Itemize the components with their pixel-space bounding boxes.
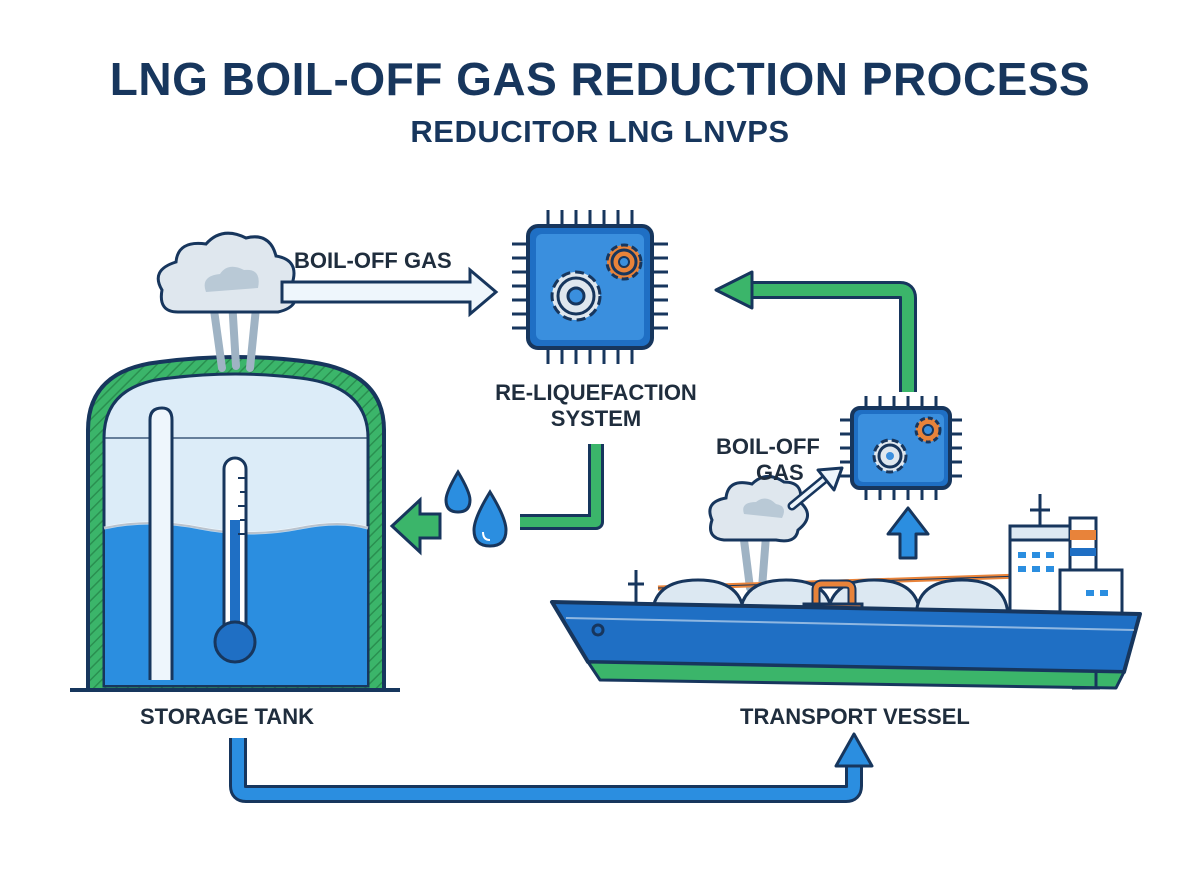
- cloud-icon: [156, 231, 298, 314]
- reliquefaction-label-line2: SYSTEM: [550, 406, 642, 431]
- reliquefaction-label-line1: RE-LIQUEFACTION: [495, 380, 697, 405]
- transfer-line-arrow: [229, 732, 874, 803]
- storage-tank-label: STORAGE TANK: [140, 704, 314, 729]
- gear-icon: [550, 243, 643, 322]
- vessel-boil-off-label-line2: GAS: [756, 460, 804, 485]
- vessel-chip-icon: [840, 396, 962, 500]
- transport-vessel-label: TRANSPORT VESSEL: [740, 704, 970, 729]
- boil-off-gas-label: BOIL-OFF GAS: [294, 248, 452, 273]
- vessel-steam-plume: [708, 475, 809, 592]
- vessel-return-arrow: [714, 270, 917, 392]
- droplet-icon: [444, 469, 508, 548]
- liquid-return-pipe: [520, 444, 604, 530]
- boil-off-gas-arrow: [280, 266, 499, 318]
- ship-icon: [550, 494, 1142, 690]
- vessel-boil-off-label-line1: BOIL-OFF: [716, 434, 820, 459]
- diagram-subtitle: REDUCITOR LNG LNVPS: [410, 114, 790, 149]
- into-tank-arrow: [389, 496, 442, 556]
- thermometer-icon: [213, 456, 257, 664]
- diagram-title: LNG BOIL-OFF GAS REDUCTION PROCESS: [109, 53, 1091, 105]
- vessel-up-arrow: [886, 506, 930, 560]
- vessel-boil-off-arrow: [787, 466, 844, 511]
